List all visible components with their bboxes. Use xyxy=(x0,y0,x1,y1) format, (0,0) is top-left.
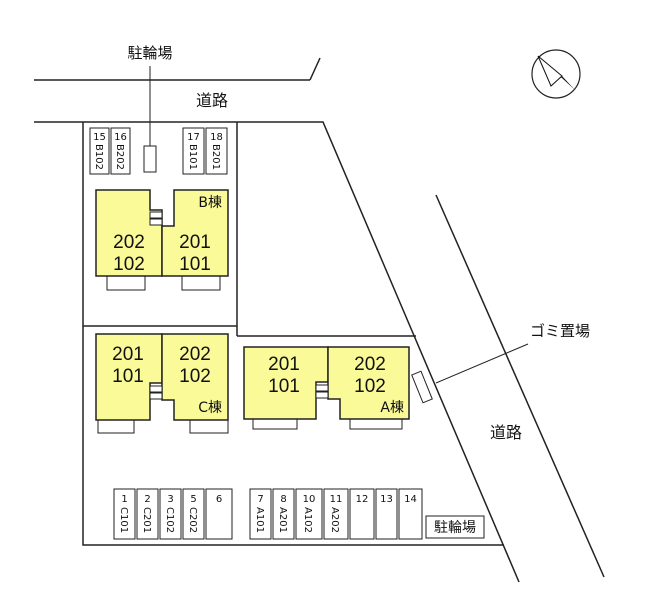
parking-slot xyxy=(182,488,205,540)
parking-slot-number: 6 xyxy=(216,494,222,505)
parking-slot-number: 5 xyxy=(190,494,196,505)
building-a: A棟 201 101 202 102 xyxy=(243,346,410,430)
parking-slot-number: 15 xyxy=(93,132,106,143)
unit-number: 201 xyxy=(179,232,211,253)
balcony xyxy=(252,418,298,430)
balcony xyxy=(97,419,135,434)
parking-bottom-right: 7 8 10 11 12 13 14 A101 A201 A102 A202 xyxy=(249,488,423,540)
building-a-name: A棟 xyxy=(380,400,404,416)
unit-number: 102 xyxy=(179,366,211,387)
parking-slot xyxy=(182,127,205,175)
parking-slot xyxy=(205,127,228,175)
parking-slot-unit: A101 xyxy=(254,507,265,533)
bike-parking-top-label: 駐輪場 xyxy=(127,44,172,62)
parking-slot-unit: B201 xyxy=(210,144,221,170)
parking-slot-number: 13 xyxy=(380,494,393,505)
balcony xyxy=(106,275,146,291)
building-b-right-unit xyxy=(161,189,229,277)
bike-parking-bottom-area xyxy=(425,515,485,539)
parking-slot xyxy=(110,127,131,175)
stair xyxy=(149,211,163,219)
parking-slot-number: 12 xyxy=(356,494,369,505)
parking-slot xyxy=(349,488,375,540)
road-right-label: 道路 xyxy=(490,423,522,442)
roads xyxy=(34,57,605,578)
parking-top: 15 16 17 18 B102 B202 B101 B201 xyxy=(89,127,228,175)
unit-number: 101 xyxy=(179,254,211,275)
building-b-left-unit xyxy=(95,189,163,277)
garbage-area xyxy=(411,370,433,404)
parking-slot xyxy=(398,488,423,540)
balcony xyxy=(189,419,229,434)
parking-slot-unit: C201 xyxy=(141,507,152,533)
unit-number: 202 xyxy=(113,232,145,253)
stair xyxy=(149,385,163,393)
unit-number: 102 xyxy=(354,376,386,397)
unit-number: 101 xyxy=(268,376,300,397)
parking-slot-unit: A202 xyxy=(329,507,340,533)
parking-slot xyxy=(249,488,272,540)
parking-slot xyxy=(375,488,398,540)
parking-slot-unit: C101 xyxy=(118,507,129,533)
building-b-name: B棟 xyxy=(198,195,222,211)
parking-slot-number: 8 xyxy=(280,494,286,505)
parking-slot xyxy=(323,488,349,540)
unit-number: 201 xyxy=(112,344,144,365)
parking-slot-number: 16 xyxy=(114,132,127,143)
parking-slot-number: 7 xyxy=(257,494,263,505)
parking-slot-number: 2 xyxy=(144,494,150,505)
lot-left-and-bottom xyxy=(82,122,504,546)
parking-bottom-left: 1 2 3 5 6 C101 C201 C102 C202 xyxy=(113,488,233,540)
parking-slot-unit: B102 xyxy=(93,144,104,170)
balcony xyxy=(181,275,221,291)
lot-top-and-diagonal xyxy=(34,121,520,583)
parking-slot-unit: B202 xyxy=(114,144,125,170)
parking-slot xyxy=(272,488,295,540)
parking-slot xyxy=(159,488,182,540)
parking-slot xyxy=(136,488,159,540)
stair xyxy=(149,218,163,226)
parking-slot xyxy=(89,127,110,175)
parking-slot xyxy=(205,488,233,540)
unit-number: 201 xyxy=(268,354,300,375)
unit-number: 202 xyxy=(354,354,386,375)
parking-slot-unit: A102 xyxy=(302,507,313,533)
lot-outline xyxy=(34,121,520,583)
parking-slot-unit: C202 xyxy=(187,507,198,533)
balcony xyxy=(349,418,403,430)
garbage-leader xyxy=(435,343,529,384)
stair xyxy=(315,384,329,392)
parking-slot-number: 17 xyxy=(187,132,200,143)
stair xyxy=(149,392,163,400)
building-b: B棟 202 102 201 101 xyxy=(95,189,229,291)
building-c: C棟 201 101 202 102 xyxy=(95,333,229,434)
north-arrow-icon xyxy=(531,49,581,99)
parking-slot-unit: B101 xyxy=(187,144,198,170)
unit-number: 101 xyxy=(112,366,144,387)
garbage-label: ゴミ置場 xyxy=(530,322,590,340)
building-c-right-unit xyxy=(161,333,229,421)
building-c-name: C棟 xyxy=(198,400,222,416)
road-top-end xyxy=(309,57,321,81)
parking-slot-unit: C102 xyxy=(164,507,175,533)
bike-parking-top-area xyxy=(143,145,157,173)
parking-slot-number: 1 xyxy=(121,494,127,505)
parking-slot-number: 3 xyxy=(167,494,173,505)
parking-slot xyxy=(295,488,323,540)
unit-number: 102 xyxy=(113,254,145,275)
parking-slot-number: 18 xyxy=(210,132,223,143)
parking-slot-number: 10 xyxy=(303,494,316,505)
road-right-outer-edge xyxy=(435,194,605,578)
parking-slot-unit: A201 xyxy=(277,507,288,533)
parking-slot xyxy=(113,488,136,540)
stair xyxy=(315,391,329,399)
parking-slot-number: 14 xyxy=(404,494,417,505)
unit-number: 202 xyxy=(179,344,211,365)
road-top-label: 道路 xyxy=(196,91,228,110)
bike-parking-bottom-label: 駐輪場 xyxy=(434,519,476,536)
building-a-right-unit xyxy=(327,346,410,420)
parking-slot-number: 11 xyxy=(330,494,343,505)
